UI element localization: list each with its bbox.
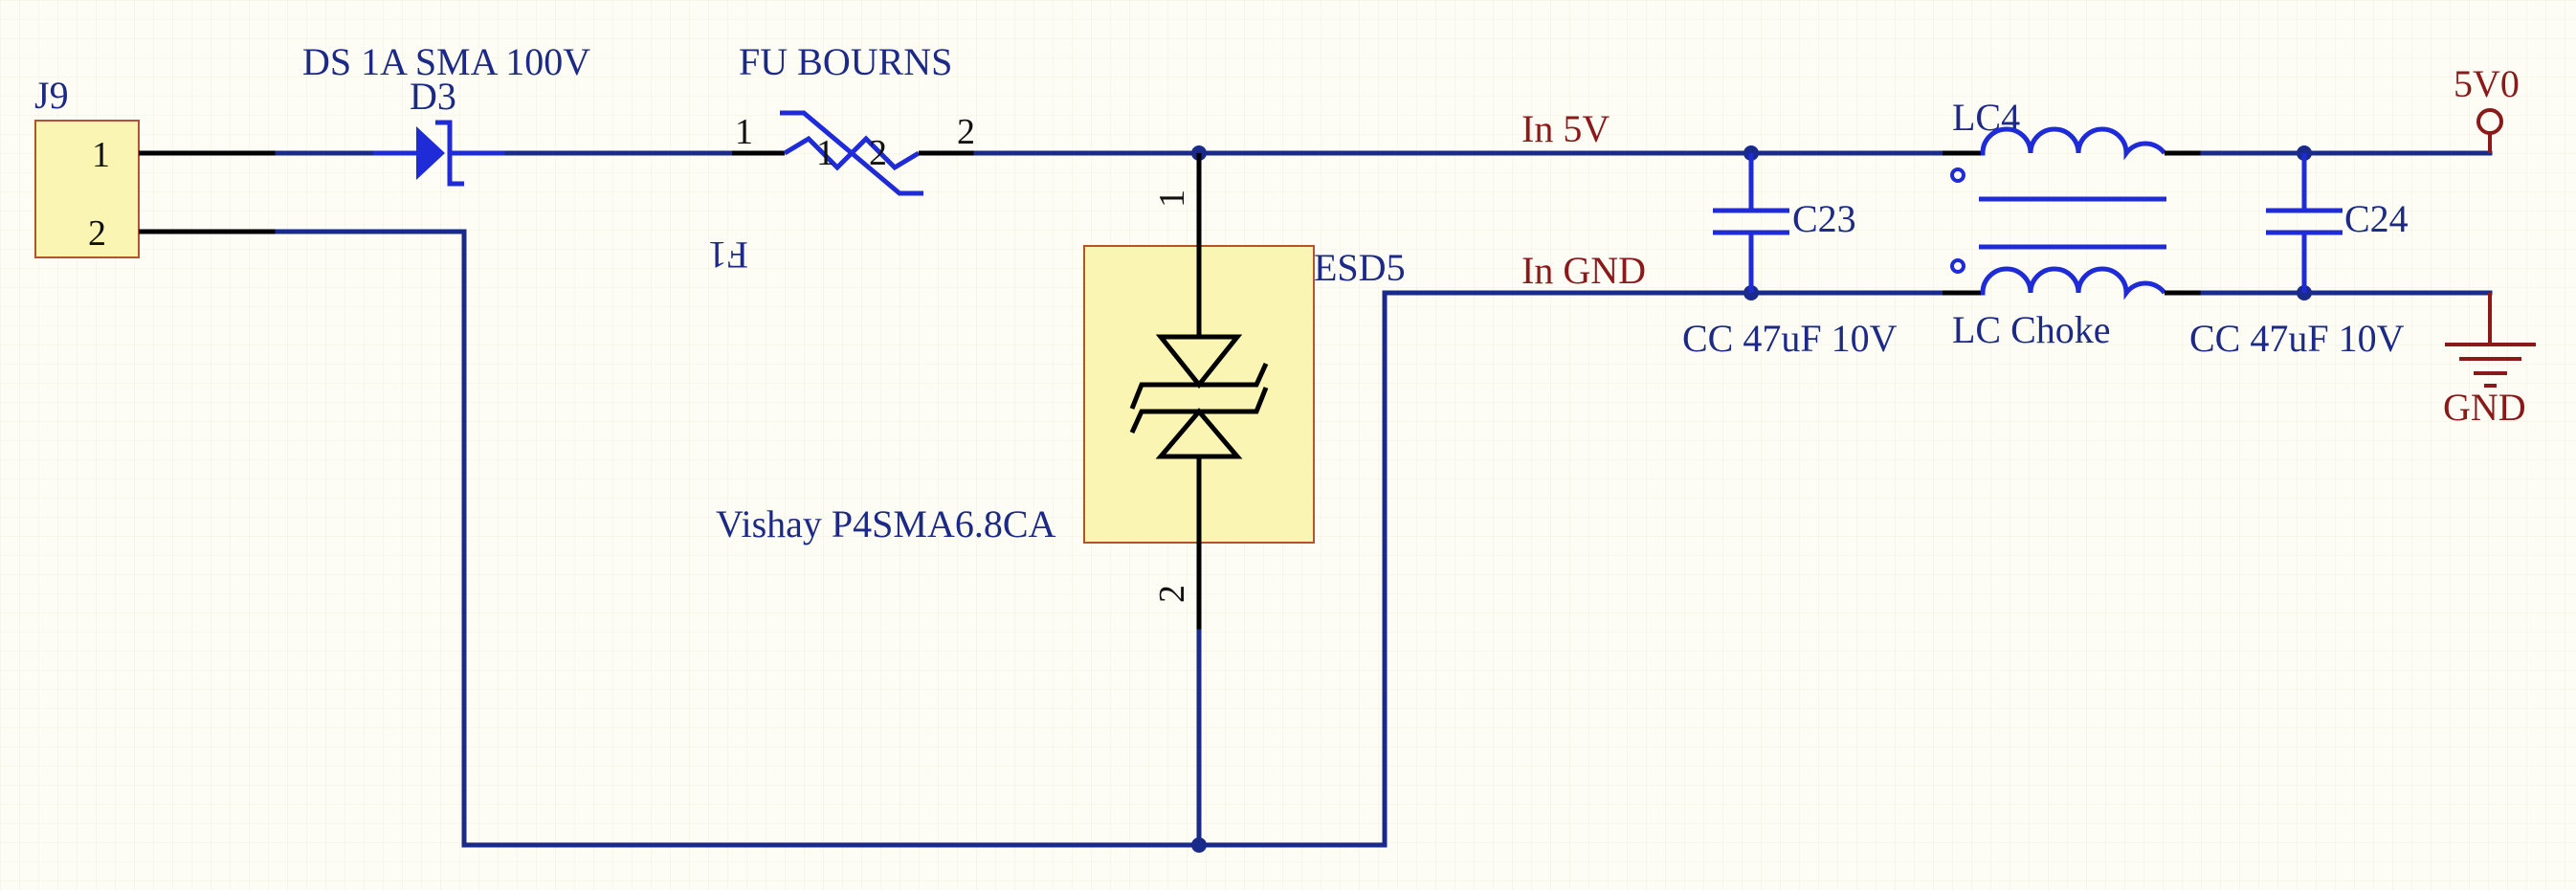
connector-ref: J9 [34, 74, 69, 117]
diode-d3[interactable]: DS 1A SMA 100V D3 [275, 40, 590, 187]
c24-ref: C24 [2344, 197, 2409, 240]
fuse-inner-pin1: 1 [816, 133, 834, 173]
choke-lc4[interactable]: LC4 LC Choke [1943, 96, 2203, 351]
power-port-5v0[interactable]: 5V0 [2454, 62, 2520, 156]
tvs-esd5[interactable]: ESD5 Vishay P4SMA6.8CA 1 2 [716, 153, 1406, 632]
wire-ground-return [275, 229, 1945, 848]
tvs-pin2-number: 2 [1152, 585, 1192, 603]
c23-value: CC 47uF 10V [1682, 317, 1898, 360]
fuse-ptc-slash [780, 110, 923, 196]
choke-ref: LC4 [1952, 96, 2020, 139]
choke-value: LC Choke [1952, 308, 2111, 351]
connector-body [34, 120, 140, 258]
power-port-circle [2476, 108, 2503, 135]
tvs-ref: ESD5 [1314, 246, 1406, 289]
fuse-pin2-number: 2 [957, 112, 975, 152]
fuse-value: FU BOURNS [739, 40, 952, 83]
tvs-value: Vishay P4SMA6.8CA [716, 502, 1056, 545]
capacitor-c23[interactable]: C23 CC 47uF 10V [1682, 145, 1898, 360]
ground-port-gnd[interactable]: GND [2443, 290, 2536, 429]
power-port-label: 5V0 [2454, 62, 2520, 105]
net-label-in-5v: In 5V [1521, 107, 1610, 150]
junction-ground-bottom [1191, 837, 1207, 853]
connector-pin1-number: 1 [92, 135, 110, 175]
diode-value: DS 1A SMA 100V [302, 40, 590, 83]
net-label-in-gnd: In GND [1521, 249, 1646, 292]
fuse-inner-pin2: 2 [869, 133, 887, 173]
diode-ref: D3 [410, 75, 456, 118]
ground-port-label: GND [2443, 386, 2526, 429]
tvs-triangle-top [1155, 334, 1243, 389]
choke-winding-top [1980, 126, 2166, 161]
c24-value: CC 47uF 10V [2189, 317, 2405, 360]
choke-dot-bottom [1950, 258, 1965, 274]
connector-pin2-number: 2 [88, 213, 106, 254]
connector-j9[interactable]: J9 1 2 [34, 74, 278, 258]
c23-ref: C23 [1792, 197, 1856, 240]
capacitor-c24[interactable]: C24 CC 47uF 10V [2189, 145, 2409, 360]
fuse-f1[interactable]: FU BOURNS F1 1 2 1 2 [504, 40, 976, 277]
choke-winding-bottom [1980, 266, 2166, 300]
diode-triangle [416, 126, 445, 180]
choke-dot-top [1950, 167, 1965, 183]
tvs-pin1-number: 1 [1152, 189, 1192, 208]
fuse-ref: F1 [708, 234, 748, 277]
tvs-bar-top [1129, 362, 1269, 410]
fuse-pin1-number: 1 [735, 112, 753, 152]
